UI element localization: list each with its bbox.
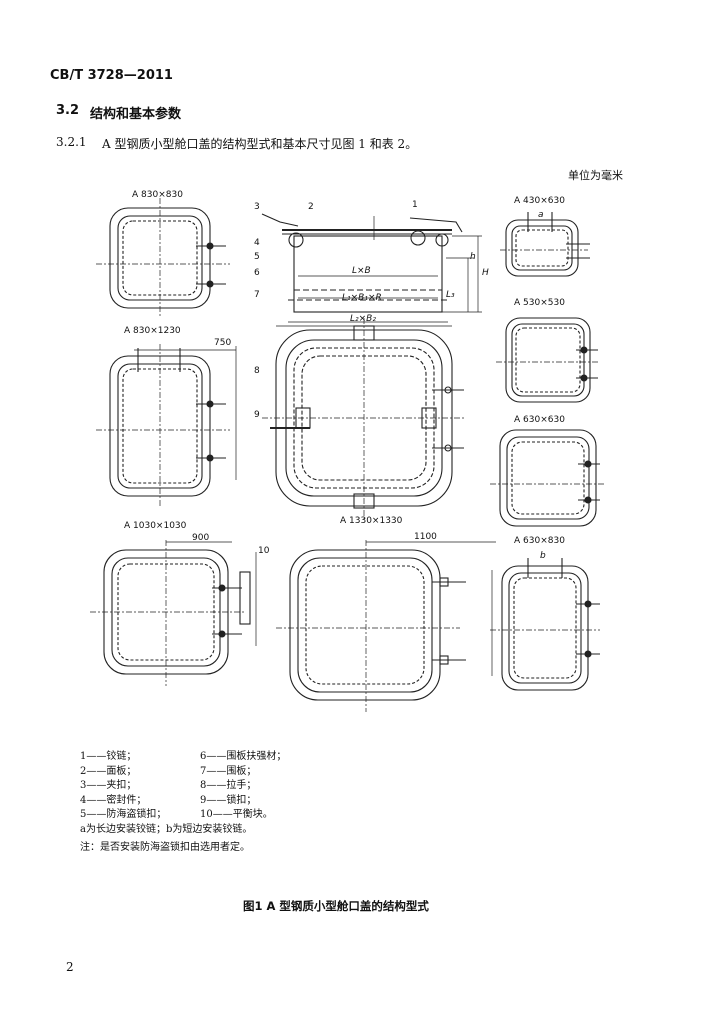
hatch-section-view <box>261 213 482 323</box>
section-number: 3.2 <box>56 103 80 118</box>
callout-8: 8 <box>254 366 260 376</box>
dim-10: 10 <box>258 546 270 556</box>
legend-right: 6——围板扶强材； 7——围板； 8——拉手； 9——锁扣； 10——平衡块。 <box>200 750 286 823</box>
legend-item: 9——锁扣； <box>200 794 257 806</box>
figure-caption: 图1 A 型钢质小型舱口盖的结构型式 <box>243 899 429 913</box>
label-830x830: A 830×830 <box>132 190 183 200</box>
hatch-630x830 <box>490 558 600 691</box>
dim-b: b <box>540 551 546 561</box>
dim-h-small: h <box>470 252 476 262</box>
subsection-text: A 型钢质小型舱口盖的结构型式和基本尺寸见图 1 和表 2。 <box>102 137 418 151</box>
dim-l1b1r: L₁×B₁×R <box>342 293 382 303</box>
legend-left: 1——铰链； 2——面板； 3——夹扣； 4——密封件； 5——防海盗锁扣； <box>80 750 166 823</box>
hatch-630x630 <box>490 429 606 527</box>
hatch-1330x1330 <box>262 318 466 520</box>
hatch-530x530 <box>496 317 600 403</box>
legend-item: 4——密封件； <box>80 794 147 806</box>
dim-l3: L₃ <box>446 290 455 300</box>
hatch-830x1230 <box>96 344 237 508</box>
dim-750: 750 <box>214 338 232 348</box>
hatch-430x630 <box>500 212 590 277</box>
legend-item: 6——围板扶强材； <box>200 751 287 762</box>
callout-7: 7 <box>254 290 260 300</box>
label-1030x1030: A 1030×1030 <box>124 521 187 531</box>
dim-900: 900 <box>192 533 210 543</box>
label-430x630: A 430×630 <box>514 196 565 206</box>
callout-1: 1 <box>412 200 418 210</box>
label-630x630: A 630×630 <box>514 415 565 425</box>
label-1330x1330: A 1330×1330 <box>340 516 403 526</box>
legend-item: 10——平衡块。 <box>200 809 273 820</box>
dim-a: a <box>538 210 544 220</box>
callout-3: 3 <box>254 202 260 212</box>
page-number: 2 <box>66 960 74 974</box>
dim-h: H <box>482 268 489 278</box>
label-630x830: A 630×830 <box>514 536 565 546</box>
legend-item: 5——防海盗锁扣； <box>80 809 167 820</box>
legend-note: 注：是否安装防海盗锁扣由选用者定。 <box>80 842 250 853</box>
legend-item: 1——铰链； <box>80 751 137 762</box>
dim-1100: 1100 <box>414 532 437 542</box>
legend-item: 7——围板； <box>200 765 257 777</box>
standard-header: CB/T 3728—2011 <box>50 68 173 83</box>
section-title: 结构和基本参数 <box>90 107 182 122</box>
callout-4: 4 <box>254 238 260 248</box>
unit-note: 单位为毫米 <box>568 169 623 182</box>
dim-lxb: L×B <box>352 266 371 276</box>
callout-2: 2 <box>308 202 314 212</box>
hatch-830x830 <box>96 198 230 318</box>
callout-9: 9 <box>254 410 260 420</box>
callout-5: 5 <box>254 252 260 262</box>
dim-l2b2: L₂×B₂ <box>350 314 376 324</box>
legend-item: 8——拉手； <box>200 780 257 791</box>
hatch-1030x1030 <box>90 540 257 686</box>
legend-note-ab: a为长边安装铰链；b为短边安装铰链。 <box>80 824 253 835</box>
subsection-number: 3.2.1 <box>56 135 87 149</box>
callout-6: 6 <box>254 268 260 278</box>
hatch-1330x1330-bottom <box>276 540 496 712</box>
label-530x530: A 530×530 <box>514 298 565 308</box>
legend-item: 3——夹扣； <box>80 780 137 791</box>
legend-item: 2——面板； <box>80 765 137 777</box>
label-830x1230: A 830×1230 <box>124 326 181 336</box>
